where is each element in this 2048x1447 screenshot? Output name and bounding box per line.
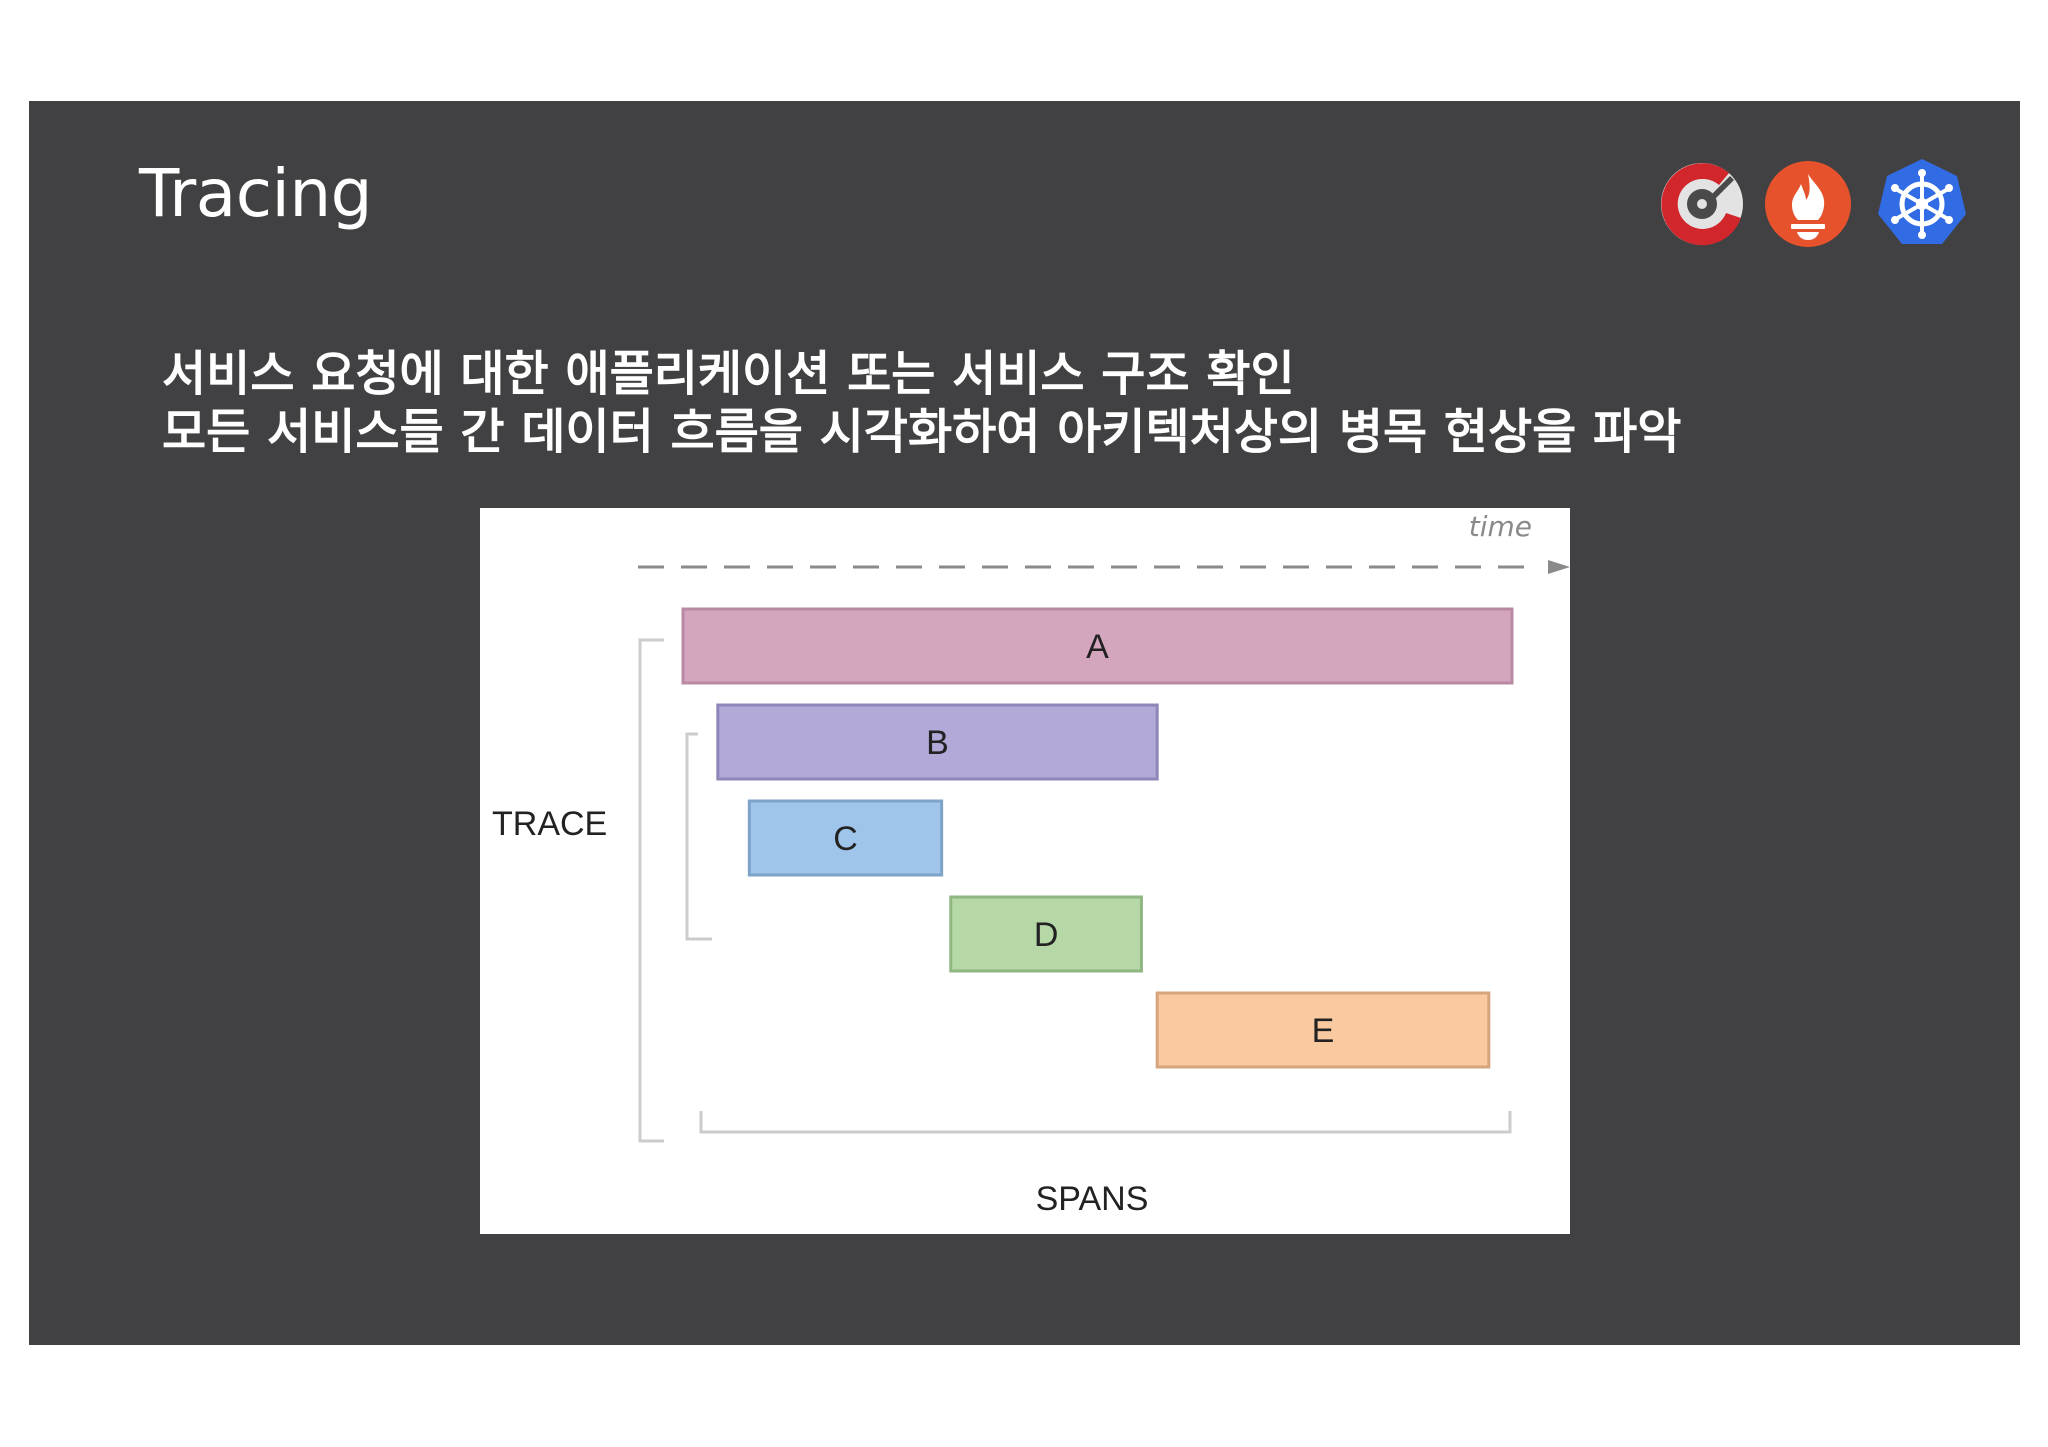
kubernetes-logo [1878,159,1966,244]
span-bar-e [1155,991,1491,1069]
time-arrow-head [1548,560,1570,574]
span-bar-a [681,607,1514,685]
span-label-e: E [1312,1012,1335,1050]
bullet-line-2: 모든 서비스들 간 데이터 흐름을 시각화하여 아키텍처상의 병목 현상을 파악 [162,404,1682,460]
span-label-a: A [1086,628,1109,666]
spans-label: SPANS [1036,1180,1149,1218]
span-bar-c [747,799,944,877]
span-label-d: D [1034,916,1059,954]
trace-label: TRACE [492,805,607,843]
spans-bracket [699,1111,1512,1134]
bullet-line-1: 서비스 요청에 대한 애플리케이션 또는 서비스 구조 확인 [162,346,1295,402]
span-bar-b [716,703,1159,781]
slide: Tracing [29,101,2020,1345]
logo-group [1661,159,1966,247]
trace-bracket-inner [685,732,712,941]
span-label-c: C [833,820,858,858]
span-bar-d [949,895,1143,973]
span-bars: A B C D E [681,607,1514,1069]
trace-diagram-svg: time TRACE SPANS A B C D E [492,510,1570,1218]
prometheus-logo [1765,161,1851,247]
span-label-b: B [926,724,949,762]
opencensus-logo [1661,163,1743,246]
trace-diagram: time TRACE SPANS A B C D E [480,508,1570,1234]
slide-title: Tracing [139,155,373,232]
time-label: time [1469,510,1532,543]
trace-bracket-outer [638,638,664,1143]
bullet-list: 서비스 요청에 대한 애플리케이션 또는 서비스 구조 확인 모든 서비스들 간… [162,345,1681,461]
